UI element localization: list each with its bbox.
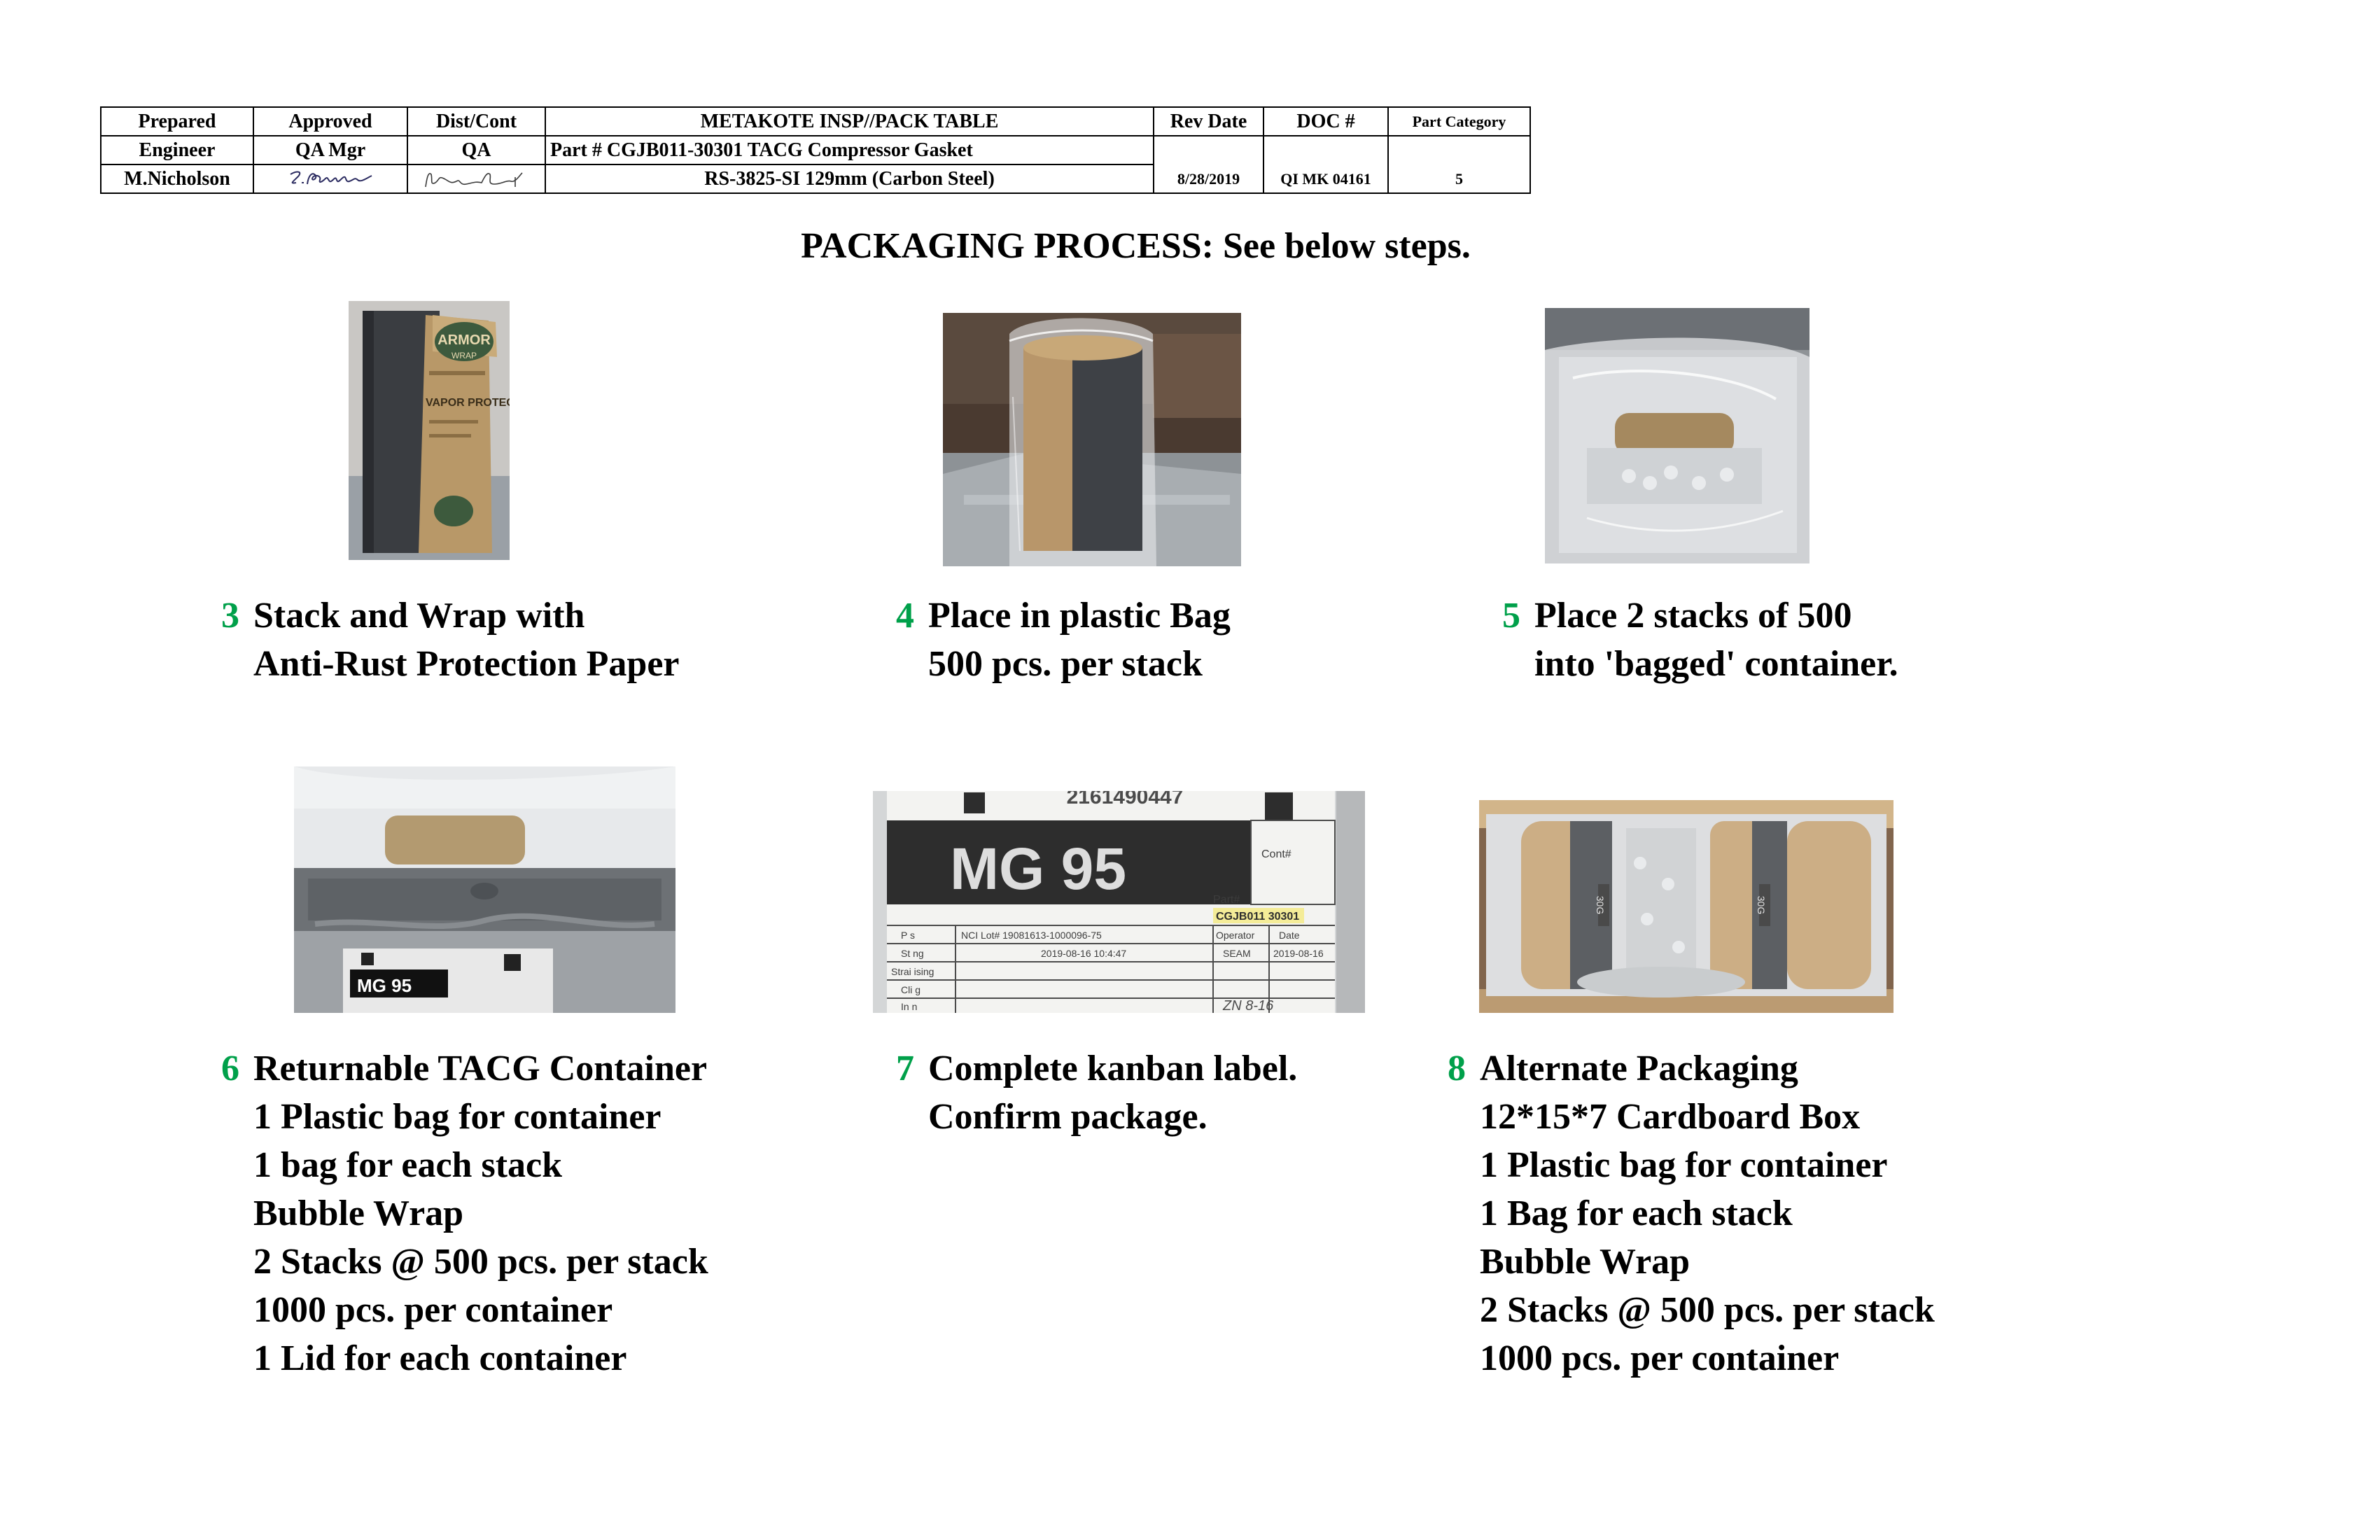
kanban-initials: ZN 8-16: [1222, 998, 1274, 1013]
step-number: 8: [1448, 1049, 1466, 1088]
step-line: Anti-Rust Protection Paper: [253, 644, 680, 684]
kanban-row-3-label: Strai ising: [891, 966, 934, 977]
doc-number-spacer: [1263, 135, 1389, 164]
doc-number-value: QI MK 04161: [1263, 164, 1389, 194]
page-title-text: PACKAGING PROCESS: See below steps.: [801, 226, 1471, 266]
step-8-photo: 30G 30G: [1479, 800, 1893, 1013]
step-line: 1 Lid for each container: [253, 1338, 627, 1378]
table-row: M.Nicholson RS-3825-SI 129mm (Carbon Ste…: [100, 164, 1531, 194]
qa-mgr-cell: QA Mgr: [253, 135, 408, 165]
kanban-row-2-label: St ng: [901, 948, 924, 959]
table-row: Prepared Approved Dist/Cont METAKOTE INS…: [100, 106, 1531, 136]
part-category-value: 5: [1387, 164, 1531, 194]
kanban-cont-label: Cont#: [1261, 848, 1292, 860]
engineer-cell: Engineer: [100, 135, 254, 165]
step-8: 8 Alternate Packaging 12*15*7 Cardboard …: [1448, 1044, 1935, 1382]
step-line: Returnable TACG Container: [253, 1049, 708, 1088]
prepared-header: Prepared: [100, 106, 254, 136]
step-line: 1000 pcs. per container: [1480, 1338, 1840, 1378]
step-line: Place 2 stacks of 500: [1534, 596, 1852, 636]
step-line: 1 Plastic bag for container: [253, 1097, 662, 1137]
approver-signature: [290, 171, 372, 184]
step-line: 500 pcs. per stack: [928, 644, 1203, 684]
kanban-date-label: Date: [1279, 930, 1300, 941]
step-number: 5: [1502, 596, 1520, 636]
armor-brand-text: ARMOR: [438, 332, 491, 348]
kanban-operator-label: Operator: [1216, 930, 1255, 941]
step-7-photo: 2161490447 MG 95 Cont# Part# CGJB011 303…: [873, 791, 1365, 1013]
step-line: 12*15*7 Cardboard Box: [1480, 1097, 1861, 1137]
kanban-seam-label: SEAM: [1223, 948, 1251, 959]
step-7: 7 Complete kanban label. Confirm package…: [896, 1044, 1297, 1141]
step-3-photo: ARMOR WRAP VAPOR PROTECTION: [349, 301, 510, 560]
step-line: Alternate Packaging: [1480, 1049, 1798, 1088]
step-line: Stack and Wrap with: [253, 596, 585, 636]
stack-label-1: 30G: [1595, 896, 1606, 914]
step-line: 1000 pcs. per container: [253, 1290, 613, 1330]
dist-signature: [424, 172, 523, 187]
step-3: 3 Stack and Wrap with Anti-Rust Protecti…: [221, 592, 680, 688]
part-number-cell: Part # CGJB011-30301 TACG Compressor Gas…: [545, 135, 1154, 165]
kanban-line-code: MG 95: [950, 836, 1126, 902]
part-category-spacer: [1387, 135, 1531, 164]
kanban-lot-value: NCI Lot# 19081613-1000096-75: [961, 930, 1102, 941]
step-line: 2 Stacks @ 500 pcs. per stack: [1480, 1290, 1935, 1330]
document-title-cell: METAKOTE INSP//PACK TABLE: [545, 106, 1154, 136]
approved-header: Approved: [253, 106, 408, 136]
dist-signature-cell: [407, 164, 546, 194]
kanban-seam-date: 2019-08-16: [1273, 948, 1324, 959]
step-5-photo: [1545, 308, 1809, 564]
step-line: 2 Stacks @ 500 pcs. per stack: [253, 1242, 708, 1282]
kanban-top-code: 2161490447: [1067, 791, 1184, 808]
preparer-name-cell: M.Nicholson: [100, 164, 254, 194]
armor-label-text: VAPOR PROTECTION: [426, 397, 510, 409]
step-line: Complete kanban label.: [928, 1049, 1298, 1088]
step-line: Bubble Wrap: [1480, 1242, 1690, 1282]
step-number: 6: [221, 1049, 239, 1088]
step-line: 1 Plastic bag for container: [1480, 1145, 1888, 1185]
table-row: Engineer QA Mgr QA Part # CGJB011-30301 …: [100, 135, 1531, 165]
material-cell: RS-3825-SI 129mm (Carbon Steel): [545, 164, 1154, 194]
rev-date-value: 8/28/2019: [1153, 164, 1264, 194]
doc-number-header: DOC #: [1263, 106, 1389, 136]
step-number: 4: [896, 596, 914, 636]
kanban-row-1-label: P s: [901, 930, 915, 941]
approver-signature-cell: [253, 164, 408, 194]
step-line: 1 Bag for each stack: [1480, 1194, 1793, 1233]
step6-label-code: MG 95: [357, 975, 412, 996]
kanban-stamp-value: 2019-08-16 10:4:47: [1041, 948, 1126, 959]
step-line: Confirm package.: [928, 1097, 1208, 1137]
step-number: 3: [221, 596, 239, 636]
step-4-photo: [943, 313, 1241, 566]
kanban-part-value: CGJB011 30301: [1216, 911, 1299, 923]
step-6-photo: MG 95: [294, 766, 676, 1013]
step-line: Place in plastic Bag: [928, 596, 1231, 636]
step-4: 4 Place in plastic Bag 500 pcs. per stac…: [896, 592, 1231, 688]
part-category-header: Part Category: [1387, 106, 1531, 136]
rev-date-header: Rev Date: [1153, 106, 1264, 136]
dist-cont-header: Dist/Cont: [407, 106, 546, 136]
step-line: into 'bagged' container.: [1534, 644, 1898, 684]
qa-cell: QA: [407, 135, 546, 165]
armor-sub-text: WRAP: [451, 351, 477, 360]
page-title: PACKAGING PROCESS: See below steps.: [0, 225, 2380, 267]
step-6: 6 Returnable TACG Container 1 Plastic ba…: [221, 1044, 708, 1382]
rev-date-spacer: [1153, 135, 1264, 164]
stack-label-2: 30G: [1756, 896, 1767, 914]
step-5: 5 Place 2 stacks of 500 into 'bagged' co…: [1502, 592, 1898, 688]
step-line: Bubble Wrap: [253, 1194, 464, 1233]
kanban-row-4-label: Cli g: [901, 984, 920, 995]
kanban-part-label: Part#: [1213, 894, 1240, 906]
step-line: 1 bag for each stack: [253, 1145, 563, 1185]
step-number: 7: [896, 1049, 914, 1088]
document-control-table: Prepared Approved Dist/Cont METAKOTE INS…: [100, 106, 1531, 194]
kanban-row-5-label: In n: [901, 1001, 917, 1012]
